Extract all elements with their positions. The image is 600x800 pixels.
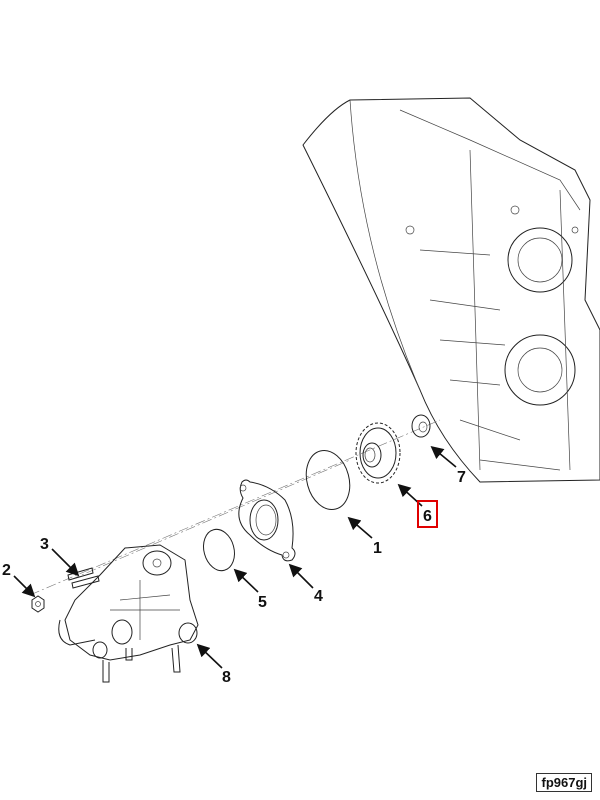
callout-arrow-1 [347,516,373,539]
callout-2: 2 [2,562,11,579]
fuel-pump-assembly [58,544,199,683]
callout-1: 1 [373,540,382,557]
figure-id-label: fp967gj [536,773,592,792]
callout-arrow-3 [51,548,80,577]
part-6-gear [355,422,401,484]
callout-7: 7 [457,469,466,486]
callout-6: 6 [423,508,432,525]
engine-block-housing [302,97,600,483]
part-3-studs [67,567,100,589]
part-7-bushing [411,414,431,438]
callout-3: 3 [40,536,49,553]
part-4-adapter-plate [238,479,296,562]
callout-4: 4 [314,588,323,605]
callout-arrow-2 [13,575,36,598]
callout-arrow-7 [430,445,457,468]
callout-arrow-5 [233,568,259,593]
callout-arrow-4 [288,563,314,589]
callout-arrow-8 [196,643,223,669]
part-2-nut [31,595,45,613]
callout-8: 8 [222,669,231,686]
callout-5: 5 [258,594,267,611]
part-5-o-ring [203,528,235,572]
assembly-centerline [29,419,441,596]
part-1-o-ring [305,450,351,510]
callout-6-highlight-box [417,500,438,528]
